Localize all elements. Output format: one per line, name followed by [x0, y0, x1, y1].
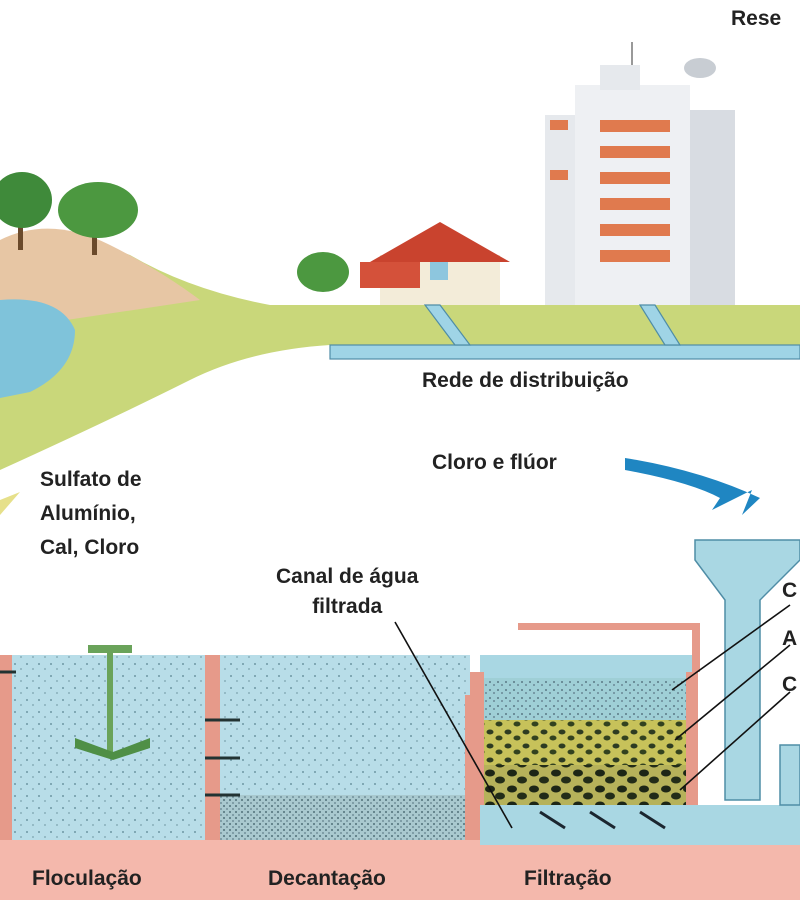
label-decantacao: Decantação	[268, 867, 386, 890]
label-canal: Canal de água filtrada	[276, 562, 418, 622]
label-rede-distribuicao: Rede de distribuição	[422, 369, 629, 392]
label-canal-line: filtrada	[312, 595, 383, 618]
label-layer-2: A	[782, 627, 798, 650]
label-canal-line: Canal de água	[276, 565, 419, 588]
label-floculacao: Floculação	[32, 867, 142, 890]
label-chemicals-line: Cal, Cloro	[40, 536, 140, 559]
house-icon	[360, 222, 510, 305]
label-filtracao: Filtração	[524, 867, 612, 890]
pointer-lines	[394, 604, 791, 829]
label-cloro-fluor: Cloro e flúor	[432, 451, 557, 474]
filter-arrows	[539, 810, 666, 830]
distribution-pipes	[329, 304, 800, 360]
lake	[0, 299, 75, 398]
label-chemicals-line: Sulfato de	[40, 468, 142, 491]
label-chemicals-line: Alumínio,	[40, 502, 136, 525]
hill-top	[0, 228, 200, 330]
label-chemicals: Sulfato de Alumínio, Cal, Cloro	[40, 463, 142, 565]
label-layer-3: C	[782, 673, 798, 696]
chlorine-arrow-icon	[625, 458, 760, 515]
mixer-icon	[75, 645, 150, 760]
reservoir-funnel	[480, 539, 800, 845]
ground-base	[0, 840, 800, 900]
label-reservatorio: Rese	[731, 7, 782, 30]
chemical-rays	[0, 492, 20, 515]
hillside	[0, 243, 800, 470]
label-layer-1: C	[782, 579, 798, 602]
trees-icon	[0, 172, 349, 292]
building-icon	[545, 42, 735, 305]
